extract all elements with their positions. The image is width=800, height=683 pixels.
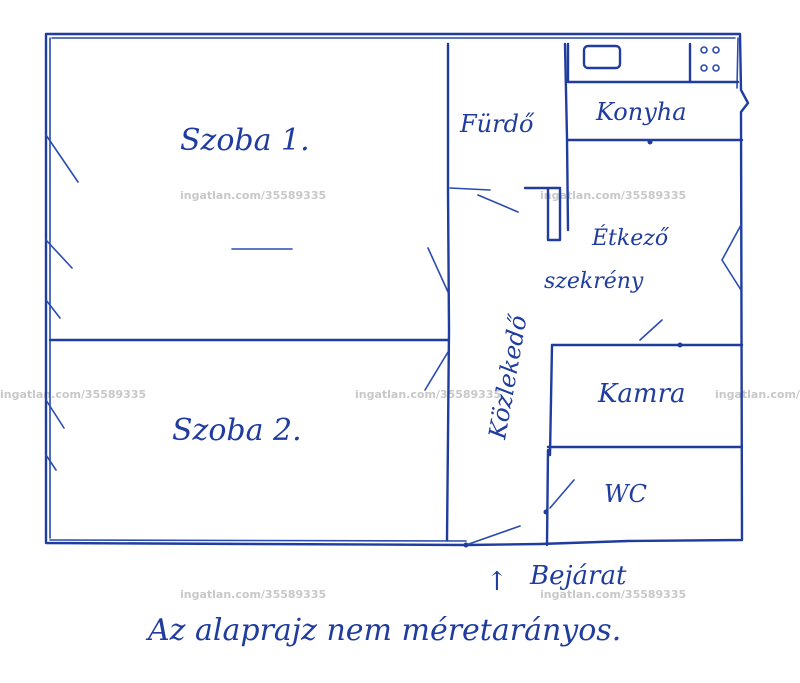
scale-note: Az alaprajz nem méretarányos. — [145, 613, 621, 648]
room-label-bathroom: Fürdő — [459, 110, 535, 138]
room-label-szoba2: Szoba 2. — [172, 413, 302, 448]
kitchen-fixtures — [582, 42, 720, 84]
door-pin — [543, 509, 549, 515]
watermark-text: ingatlan.com/35589335 — [715, 388, 800, 401]
room-label-szoba1: Szoba 1. — [180, 123, 310, 158]
watermark-text: ingatlan.com/35589335 — [540, 189, 686, 202]
right-window — [721, 224, 742, 291]
watermark-text: ingatlan.com/35589335 — [180, 588, 326, 601]
room-label-pantry: Kamra — [597, 379, 686, 409]
room-label-kitchen: Konyha — [595, 98, 687, 126]
door-pin — [463, 542, 469, 548]
left-windows — [45, 134, 79, 471]
sink-icon — [582, 44, 622, 70]
outer-walls — [44, 32, 750, 547]
watermark-text: ingatlan.com/35589335 — [540, 588, 686, 601]
room-label-cabinet: szekrény — [544, 269, 644, 294]
watermark-text: ingatlan.com/35589335 — [0, 388, 146, 401]
entrance: ↑ Bejárat — [486, 561, 627, 597]
room-label-corridor: Közlekedő — [483, 312, 533, 442]
interior-walls — [48, 42, 744, 547]
stove-icon — [700, 46, 720, 72]
watermark-text: ingatlan.com/35589335 — [180, 189, 326, 202]
doors — [424, 139, 683, 548]
entrance-label: Bejárat — [529, 561, 627, 591]
room-label-dining: Étkező — [591, 224, 670, 251]
door-pin — [647, 139, 653, 145]
watermark-layer: ingatlan.com/35589335 ingatlan.com/35589… — [0, 189, 800, 601]
door-pin — [677, 342, 683, 348]
room-label-wc: WC — [604, 480, 647, 508]
entrance-arrow-icon: ↑ — [486, 567, 508, 597]
watermark-text: ingatlan.com/35589335 — [355, 388, 501, 401]
